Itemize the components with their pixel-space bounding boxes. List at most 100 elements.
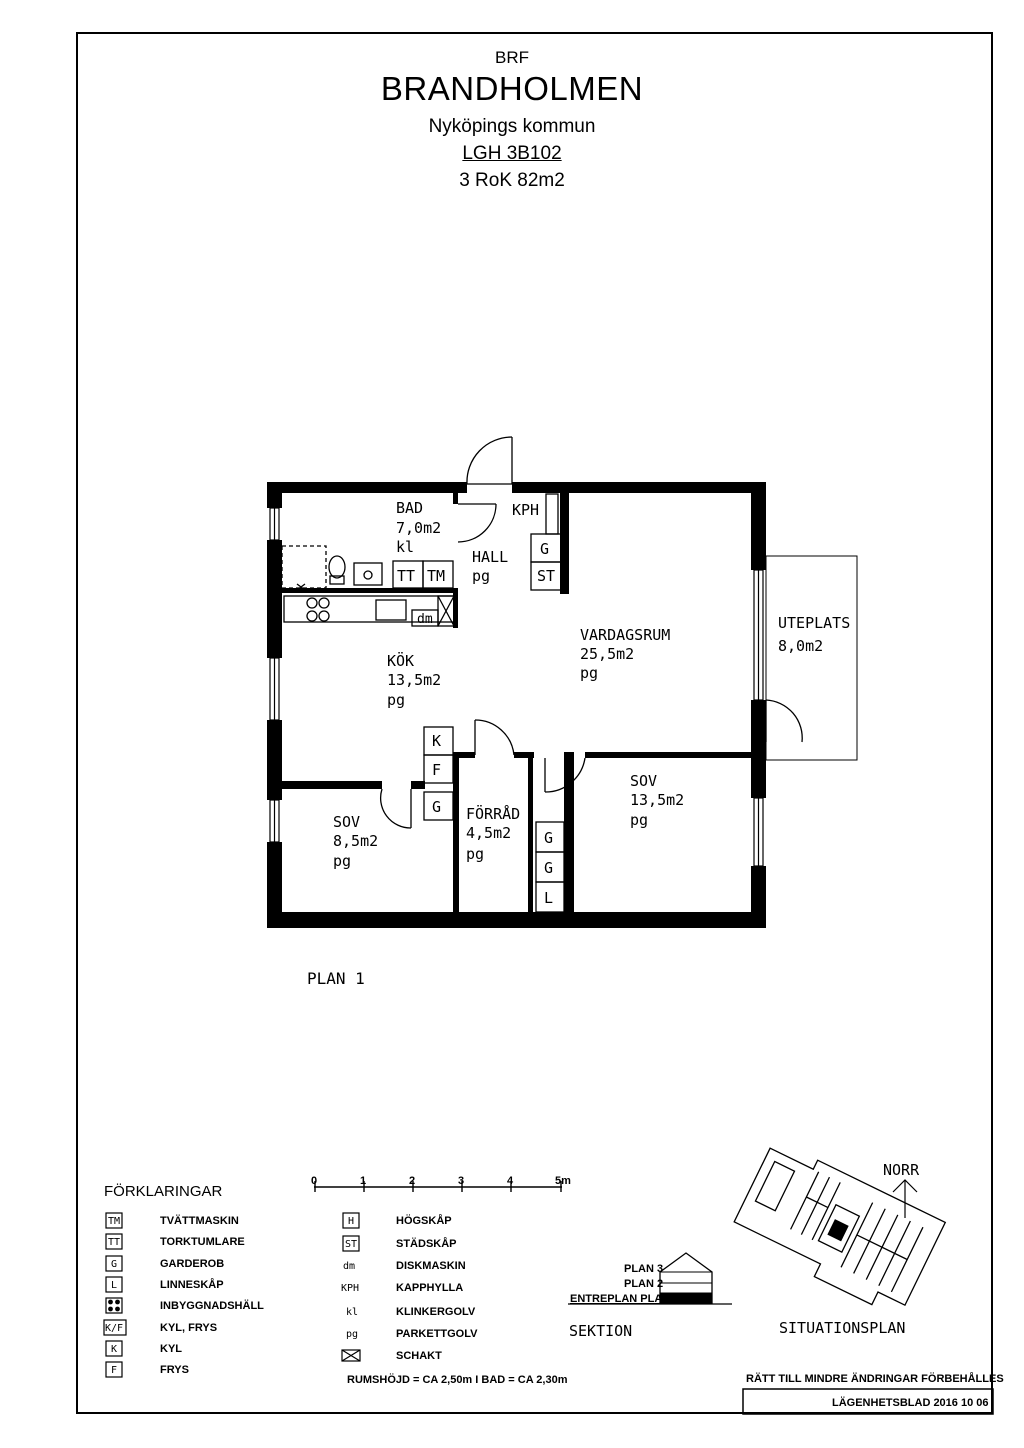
- legend-symbol: TT: [108, 1237, 120, 1248]
- scale-bar: 0 1 2 3 4 5m: [311, 1175, 571, 1192]
- room-forrad-floor: pg: [466, 845, 484, 863]
- bedroom-wardrobe-1-label: G: [544, 829, 553, 847]
- room-kok-name: KÖK: [387, 651, 414, 670]
- legend-symbol: kl: [346, 1307, 358, 1318]
- legend-item: INBYGGNADSHÄLL: [105, 1297, 264, 1314]
- dryer-label: TT: [397, 567, 415, 585]
- freezer-label: F: [432, 761, 441, 779]
- legend-item: pg PARKETTGOLV: [346, 1328, 478, 1340]
- legend-symbol: H: [348, 1216, 354, 1227]
- legend-item: L LINNESKÅP: [105, 1276, 224, 1293]
- room-hall-floor: pg: [472, 567, 490, 585]
- room-forrad-name: FÖRRÅD: [466, 804, 520, 823]
- scale-tick-label: 3: [458, 1175, 464, 1187]
- section-diagram: PLAN 3 PLAN 2 ENTREPLAN PLAN 1 SEKTION: [568, 1252, 732, 1340]
- room-bad-name: BAD: [396, 499, 423, 517]
- room-sov-small-name: SOV: [333, 813, 360, 831]
- scale-tick-label: 1: [360, 1175, 366, 1187]
- legend-item: G GARDEROB: [105, 1255, 224, 1272]
- header-brf: BRF: [495, 48, 529, 67]
- hall-wardrobe-label: G: [540, 540, 549, 558]
- footer-sheet-label: LÄGENHETSBLAD 2016 10 06: [832, 1396, 989, 1409]
- room-sov-large-floor: pg: [630, 811, 648, 829]
- room-uteplats-name: UTEPLATS: [778, 614, 850, 632]
- patio-outline: [765, 555, 858, 761]
- room-hall-name: HALL: [472, 548, 508, 566]
- legend-title: FÖRKLARINGAR: [104, 1182, 223, 1200]
- cleaning-cupboard-label: ST: [537, 567, 555, 585]
- bedroom-wardrobe-2-label: G: [544, 859, 553, 877]
- plan-label: PLAN 1: [307, 969, 365, 988]
- room-forrad-area: 4,5m2: [466, 824, 511, 842]
- legend-label: GARDEROB: [160, 1258, 224, 1270]
- windows: [269, 507, 764, 867]
- legend-symbol: dm: [343, 1261, 355, 1272]
- scale-tick-label: 5m: [555, 1175, 571, 1187]
- header-apartment-number: LGH 3B102: [462, 143, 562, 164]
- legend-label: TVÄTTMASKIN: [160, 1214, 239, 1227]
- legend-label: KAPPHYLLA: [396, 1282, 463, 1294]
- legend-item: ST STÄDSKÅP: [342, 1235, 457, 1252]
- hob-icon: [105, 1297, 123, 1314]
- legend-symbol: K/F: [105, 1323, 123, 1334]
- room-height-note: RUMSHÖJD = CA 2,50m I BAD = CA 2,30m: [347, 1373, 568, 1386]
- room-vardagsrum-name: VARDAGSRUM: [580, 626, 670, 644]
- north-label: NORR: [883, 1161, 920, 1179]
- fixtures: [281, 493, 565, 913]
- fridge-label: K: [432, 732, 441, 750]
- kitchen-wardrobe-label: G: [432, 798, 441, 816]
- legend-label: KYL: [160, 1343, 182, 1355]
- legend-right: H HÖGSKÅP ST STÄDSKÅP dm DISKMASKIN KPH …: [341, 1212, 478, 1362]
- legend-label: LINNESKÅP: [160, 1278, 224, 1291]
- room-kph-label: KPH: [512, 501, 539, 519]
- legend-item: TM TVÄTTMASKIN: [105, 1212, 239, 1229]
- room-sov-small-floor: pg: [333, 852, 351, 870]
- scale-tick-label: 4: [507, 1175, 514, 1187]
- room-kok-area: 13,5m2: [387, 671, 441, 689]
- legend-label: INBYGGNADSHÄLL: [160, 1299, 264, 1312]
- legend-item: kl KLINKERGOLV: [346, 1306, 476, 1318]
- room-kok-floor: pg: [387, 691, 405, 709]
- legend-item: dm DISKMASKIN: [343, 1260, 466, 1272]
- legend-item: TT TORKTUMLARE: [105, 1233, 245, 1250]
- room-vardagsrum-area: 25,5m2: [580, 645, 634, 663]
- dishwasher-label: dm: [417, 612, 433, 627]
- legend-symbol: ST: [345, 1239, 357, 1250]
- shaft-icon: [341, 1349, 361, 1362]
- section-title: SEKTION: [569, 1322, 632, 1340]
- legend-symbol: L: [111, 1280, 117, 1291]
- section-level-3: PLAN 3: [624, 1263, 663, 1275]
- site-plan: NORR SITUATIONSPLAN: [733, 1147, 947, 1337]
- legend-symbol: K: [111, 1344, 117, 1355]
- legend-item: H HÖGSKÅP: [342, 1212, 452, 1229]
- legend-symbol: F: [111, 1365, 117, 1376]
- room-vardagsrum-floor: pg: [580, 664, 598, 682]
- drawing-frame: [76, 32, 993, 1414]
- legend-item: F FRYS: [105, 1361, 189, 1378]
- legend-label: FRYS: [160, 1364, 189, 1376]
- legend-label: KYL, FRYS: [160, 1322, 217, 1334]
- room-bad-area: 7,0m2: [396, 519, 441, 537]
- legend-left: TM TVÄTTMASKIN TT TORKTUMLARE G GARDEROB…: [103, 1212, 264, 1378]
- legend-item: K KYL: [105, 1340, 182, 1357]
- header-municipality: Nyköpings kommun: [428, 116, 596, 137]
- doors: [379, 436, 803, 829]
- room-uteplats-area: 8,0m2: [778, 637, 823, 655]
- header-association-name: BRANDHOLMEN: [380, 70, 644, 107]
- washer-label: TM: [427, 567, 445, 585]
- legend-symbol: G: [111, 1259, 117, 1270]
- legend-label: KLINKERGOLV: [396, 1306, 476, 1318]
- footer-note: RÄTT TILL MINDRE ÄNDRINGAR FÖRBEHÅLLES: [746, 1372, 1004, 1385]
- header-apartment-size: 3 RoK 82m2: [459, 170, 565, 191]
- section-level-1: ENTREPLAN PLAN 1: [570, 1293, 679, 1305]
- legend-symbol: pg: [346, 1329, 358, 1340]
- legend-label: TORKTUMLARE: [160, 1236, 245, 1248]
- footer-sheet-box: [742, 1388, 994, 1415]
- room-bad-floor: kl: [396, 538, 414, 556]
- legend-item: SCHAKT: [341, 1349, 442, 1362]
- floor-plan-walls: [267, 482, 766, 928]
- section-level-2: PLAN 2: [624, 1278, 663, 1290]
- site-plan-title: SITUATIONSPLAN: [779, 1319, 905, 1337]
- scale-tick-label: 0: [311, 1175, 317, 1187]
